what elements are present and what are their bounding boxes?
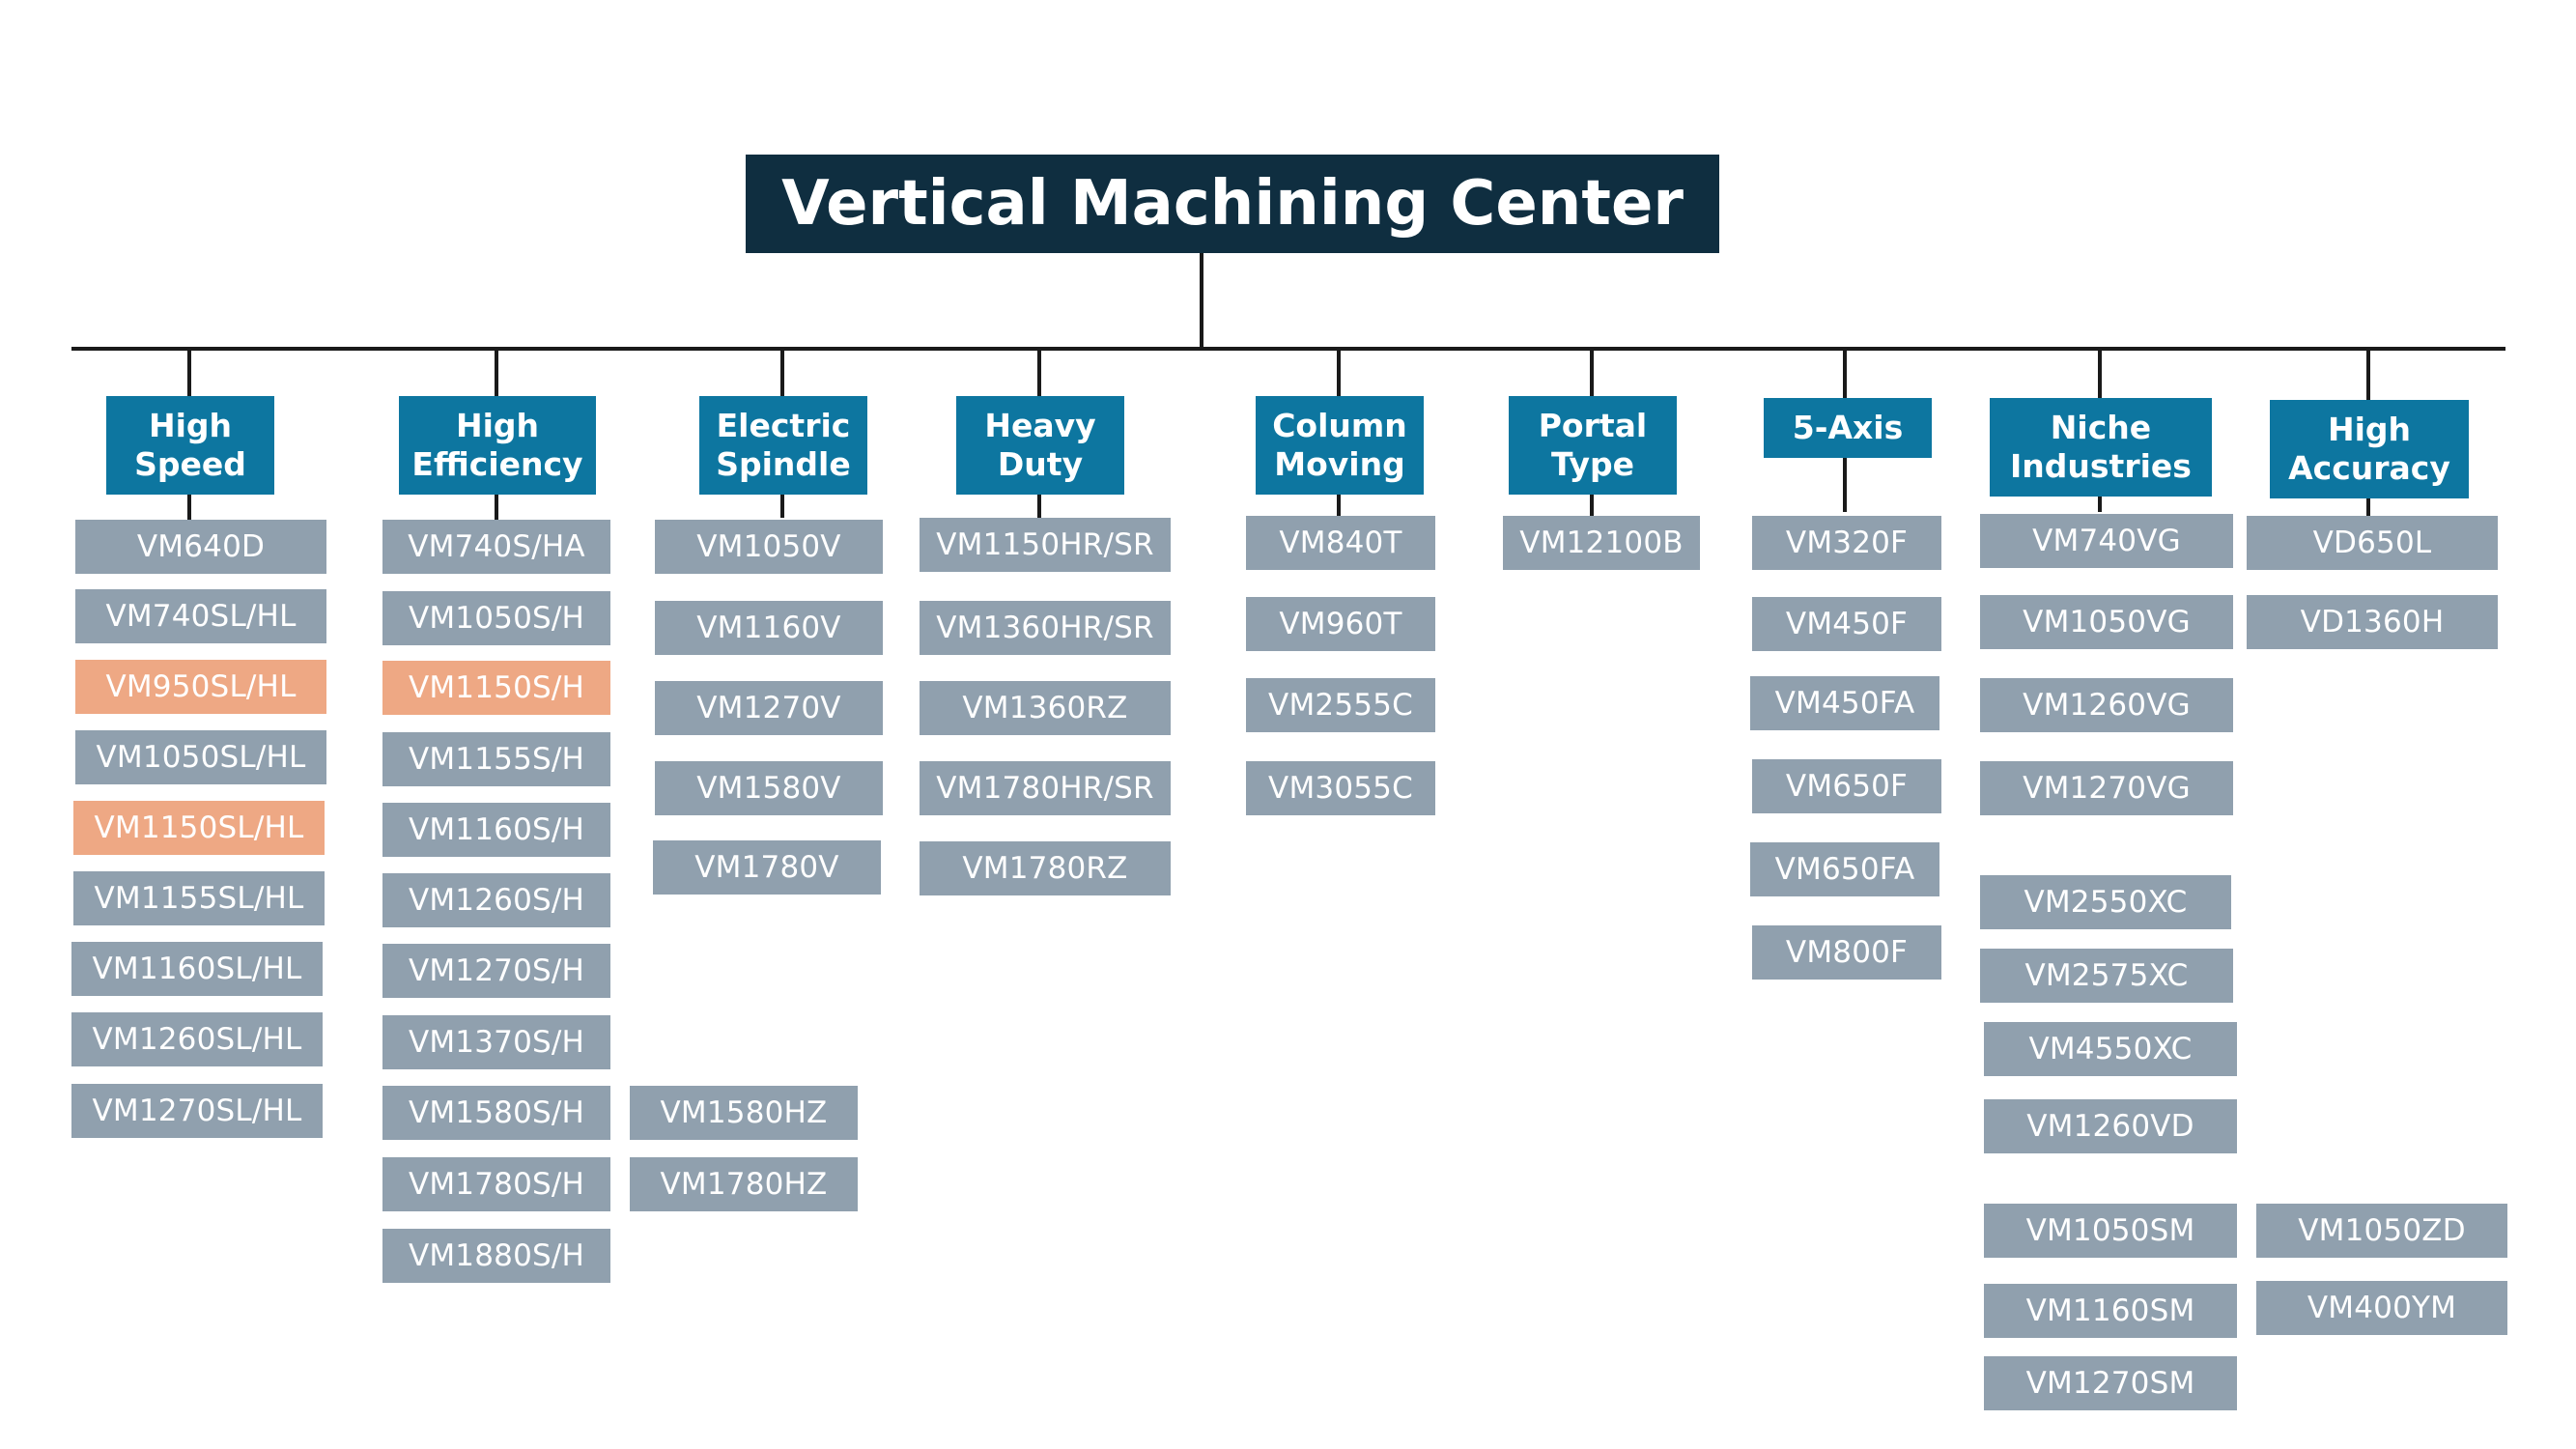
model-item: VM320F xyxy=(1752,516,1941,570)
model-item: VM740S/HA xyxy=(382,520,610,574)
model-item: VM1160S/H xyxy=(382,803,610,857)
item-connector-high-speed xyxy=(187,495,191,520)
category-heavy-duty: Heavy Duty xyxy=(956,396,1124,495)
model-item: VM740VG xyxy=(1980,514,2233,568)
model-item: VM640D xyxy=(75,520,326,574)
model-item: VM1150S/H xyxy=(382,661,610,715)
item-connector-column-moving xyxy=(1337,495,1341,516)
main-horizontal-connector xyxy=(71,347,2505,351)
model-item: VM1050SL/HL xyxy=(75,730,326,784)
chart-title: Vertical Machining Center xyxy=(746,155,1719,253)
model-item: VM840T xyxy=(1246,516,1435,570)
model-item: VM1360RZ xyxy=(920,681,1171,735)
model-item: VM1580V xyxy=(655,761,883,815)
model-item: VM1270SL/HL xyxy=(71,1084,323,1138)
model-item: VM1260VD xyxy=(1984,1099,2237,1153)
model-item: VM1160SM xyxy=(1984,1284,2237,1338)
model-item: VM2555C xyxy=(1246,678,1435,732)
model-item: VM960T xyxy=(1246,597,1435,651)
model-item: VM12100B xyxy=(1503,516,1700,570)
model-item: VM1880S/H xyxy=(382,1229,610,1283)
item-connector-heavy-duty xyxy=(1037,495,1041,520)
model-item: VM2575XC xyxy=(1980,949,2233,1003)
model-item: VM1050VG xyxy=(1980,595,2233,649)
category-connector-portal-type xyxy=(1590,349,1594,396)
item-connector-electric-spindle xyxy=(780,495,784,518)
category-connector-high-accuracy xyxy=(2366,349,2370,400)
model-item: VM400YM xyxy=(2256,1281,2507,1335)
category-connector-five-axis xyxy=(1843,349,1847,398)
model-item: VM1780S/H xyxy=(382,1157,610,1211)
model-item: VM1580S/H xyxy=(382,1086,610,1140)
model-item: VM650FA xyxy=(1750,842,1939,896)
category-connector-high-speed xyxy=(187,349,191,396)
category-connector-electric-spindle xyxy=(780,349,784,396)
model-item: VM1270VG xyxy=(1980,761,2233,815)
model-item: VM1370S/H xyxy=(382,1015,610,1069)
model-item: VM1050S/H xyxy=(382,591,610,645)
category-electric-spindle: Electric Spindle xyxy=(699,396,867,495)
category-connector-high-efficiency xyxy=(495,349,498,396)
category-high-speed: High Speed xyxy=(106,396,274,495)
model-item: VM1270V xyxy=(655,681,883,735)
model-item: VM1050SM xyxy=(1984,1204,2237,1258)
model-item: VM1260VG xyxy=(1980,678,2233,732)
model-item: VD1360H xyxy=(2247,595,2498,649)
category-connector-niche-industries xyxy=(2098,349,2102,398)
model-item: VM1160V xyxy=(655,601,883,655)
category-high-accuracy: High Accuracy xyxy=(2270,400,2469,498)
category-portal-type: Portal Type xyxy=(1509,396,1677,495)
item-connector-portal-type xyxy=(1590,495,1594,516)
category-high-efficiency: High Efficiency xyxy=(399,396,596,495)
model-item: VM1150HR/SR xyxy=(920,518,1171,572)
model-item: VM1780V xyxy=(653,840,881,895)
model-item: VM950SL/HL xyxy=(75,660,326,714)
category-connector-heavy-duty xyxy=(1037,349,1041,396)
category-column-moving: Column Moving xyxy=(1256,396,1424,495)
model-item: VM1050ZD xyxy=(2256,1204,2507,1258)
item-connector-niche-industries xyxy=(2098,497,2102,512)
model-item: VM1780HZ xyxy=(630,1157,858,1211)
model-item: VM1155SL/HL xyxy=(73,871,325,925)
model-item: VM450F xyxy=(1752,597,1941,651)
model-item: VM1780RZ xyxy=(920,841,1171,895)
model-item: VM740SL/HL xyxy=(75,589,326,643)
item-connector-high-accuracy xyxy=(2366,498,2370,516)
model-item: VM1270S/H xyxy=(382,944,610,998)
model-item: VM450FA xyxy=(1750,676,1939,730)
model-item: VM1155S/H xyxy=(382,732,610,786)
model-item: VM1260SL/HL xyxy=(71,1012,323,1066)
model-item: VM2550XC xyxy=(1980,875,2231,929)
title-connector xyxy=(1200,253,1203,350)
category-niche-industries: Niche Industries xyxy=(1990,398,2212,497)
model-item: VM3055C xyxy=(1246,761,1435,815)
model-item: VM1150SL/HL xyxy=(73,801,325,855)
model-item: VM1580HZ xyxy=(630,1086,858,1140)
model-item: VD650L xyxy=(2247,516,2498,570)
item-connector-five-axis xyxy=(1843,458,1847,512)
model-item: VM1260S/H xyxy=(382,873,610,927)
model-item: VM650F xyxy=(1752,759,1941,813)
category-five-axis: 5-Axis xyxy=(1764,398,1932,458)
model-item: VM1050V xyxy=(655,520,883,574)
item-connector-high-efficiency xyxy=(495,495,498,520)
model-item: VM1780HR/SR xyxy=(920,761,1171,815)
model-item: VM800F xyxy=(1752,925,1941,980)
model-item: VM1270SM xyxy=(1984,1356,2237,1410)
model-item: VM1360HR/SR xyxy=(920,601,1171,655)
model-item: VM1160SL/HL xyxy=(71,942,323,996)
model-item: VM4550XC xyxy=(1984,1022,2237,1076)
category-connector-column-moving xyxy=(1337,349,1341,396)
